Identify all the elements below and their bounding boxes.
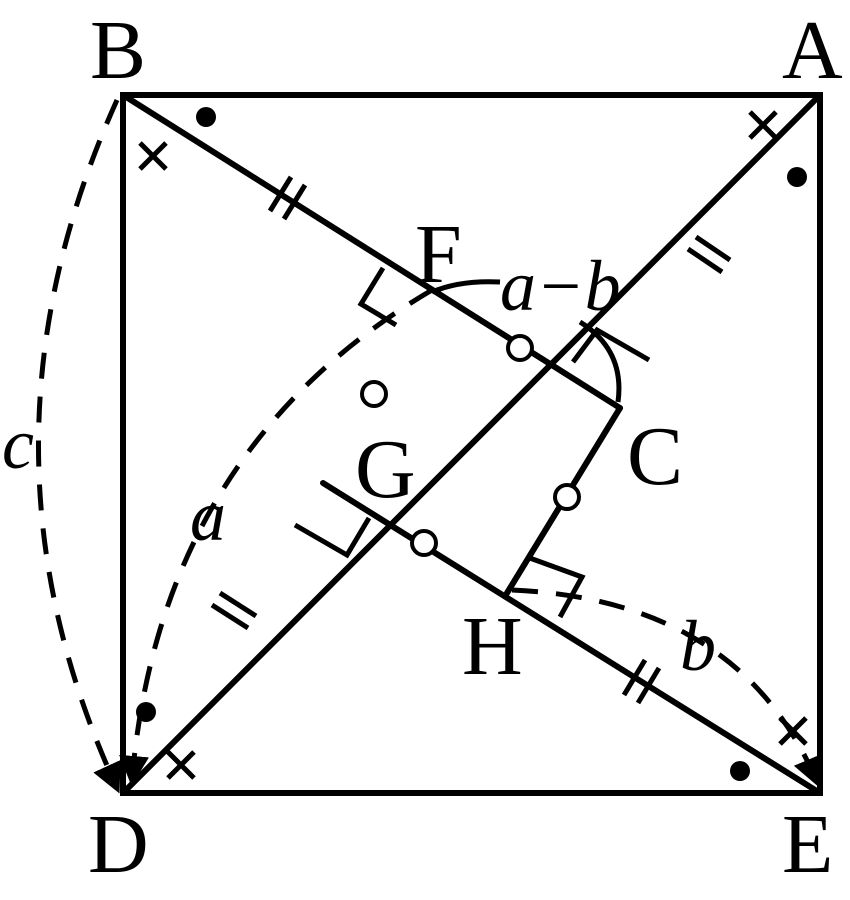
double-tick-HE (621, 658, 662, 705)
double-tick-AC (686, 234, 732, 275)
length-label-a: a (190, 476, 226, 556)
dimension-arc-a (119, 287, 434, 786)
point-label-C: C (627, 410, 683, 503)
dimension-arc-a-minus-b (431, 279, 501, 295)
dimension-arc-a-minus-b-2 (578, 319, 622, 403)
circle-mark-CH (553, 483, 581, 511)
double-tick-DG (210, 590, 258, 631)
angle-dot-A (787, 167, 807, 187)
dimension-arc-c (36, 98, 121, 794)
point-label-B: B (90, 4, 146, 97)
point-label-F: F (415, 208, 462, 301)
dimension-arc-b (511, 587, 822, 788)
right-angle-G (293, 516, 372, 559)
length-label-a-minus-b: a−b (500, 246, 621, 326)
point-label-H: H (462, 600, 523, 693)
double-tick-BF (267, 175, 308, 221)
length-label-b: b (680, 606, 716, 686)
length-label-c: c (2, 404, 34, 484)
circle-mark-FG (360, 380, 388, 408)
angle-cross-A (748, 110, 778, 140)
right-angle-H (526, 554, 586, 619)
angle-cross-D (166, 750, 196, 780)
point-label-G: G (355, 423, 416, 516)
point-label-D: D (88, 798, 149, 891)
angle-cross-B (138, 141, 168, 171)
segment-GE (320, 480, 823, 796)
outer-square (120, 92, 823, 796)
circle-mark-FC (506, 334, 534, 362)
angle-dot-E (730, 761, 750, 781)
point-label-A: A (782, 4, 843, 97)
circle-mark-GH (410, 529, 438, 557)
point-label-E: E (782, 798, 833, 891)
segment-AD (120, 92, 823, 796)
right-angle-C (571, 326, 651, 364)
angle-dot-B (196, 107, 216, 127)
segment-BC (120, 92, 623, 411)
